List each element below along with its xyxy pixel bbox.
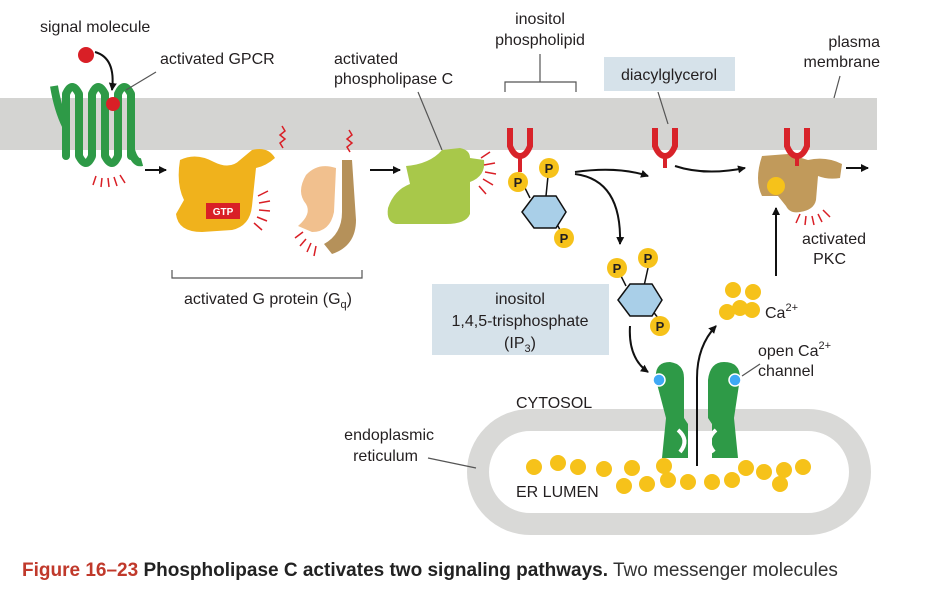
phosphate-label: P <box>545 161 554 176</box>
g-alpha-subunit <box>176 149 275 232</box>
diacylglycerol-label: diacylglycerol <box>621 67 717 84</box>
arrow-calcium-release <box>696 325 717 466</box>
figure-text: Two messenger molecules <box>612 560 838 581</box>
phosphate-group: P <box>638 248 658 268</box>
g-protein-bracket <box>171 270 363 279</box>
phosphate-group: P <box>539 158 559 178</box>
activation-rays-pkc <box>795 209 831 226</box>
ip3-label-line-1: inositol <box>495 291 545 308</box>
figure-title: Phospholipase C activates two signaling … <box>143 560 609 581</box>
gtp-label: GTP <box>213 207 234 218</box>
gpcr-label-pointer <box>125 71 157 91</box>
inositol-ring <box>521 195 567 229</box>
activated-g-protein-label: activated G protein (Gq) <box>184 291 352 311</box>
activated-pkc-label-line-2: PKC <box>813 251 846 268</box>
calcium-label: Ca2+ <box>765 302 798 322</box>
er-label-pointer <box>427 457 477 469</box>
ip3-ring <box>617 283 663 317</box>
pkc-enzyme <box>758 154 842 213</box>
signal-molecule-label: signal molecule <box>40 19 150 36</box>
phosphate-group: P <box>607 258 627 278</box>
figure-number: Figure 16–23 <box>22 560 139 581</box>
phosphate-label: P <box>514 175 523 190</box>
activation-rays-plc <box>478 151 497 195</box>
inositol-phospholipid-bracket <box>504 54 577 92</box>
ip3-label-box <box>432 284 609 355</box>
gtp-tag <box>206 203 240 219</box>
signal-molecule-free <box>78 47 94 63</box>
phosphate-group: P <box>508 172 528 192</box>
activation-rays-g-beta-gamma <box>294 231 317 257</box>
arrow-ip3-to-channel <box>628 325 649 373</box>
signal-molecule-bound <box>106 97 120 111</box>
inositol-phospholipid-label-line-1: inositol <box>515 11 565 28</box>
g-beta-subunit <box>298 166 336 232</box>
er-lumen-label: ER LUMEN <box>516 484 599 501</box>
plasma-membrane-label-line-2: membrane <box>804 54 881 71</box>
ip3-binding-site <box>652 373 666 387</box>
inositol-phospholipid-label-line-2: phospholipid <box>495 32 585 49</box>
ip3-label-line-3: (IP3) <box>504 335 536 355</box>
plc-label-pointer <box>417 91 443 151</box>
channel-label-pointer <box>741 363 761 377</box>
diacylglycerol-label-box <box>604 57 735 91</box>
er-lumen-calcium-ions <box>526 455 811 494</box>
arrow-dag-to-pkc <box>674 165 746 174</box>
open-channel-label-line-1: open Ca2+ <box>758 340 831 360</box>
phosphate-group: P <box>650 316 670 336</box>
ring-to-phosphate-bond-2 <box>545 175 549 197</box>
diacylglycerol-pointer <box>657 91 669 125</box>
arrow-pip2-to-dag <box>574 168 649 178</box>
phosphate-label: P <box>613 261 622 276</box>
ip3-binding-site <box>728 373 742 387</box>
g-gamma-lipid-tail <box>345 129 354 153</box>
figure-caption: Figure 16–23 Phospholipase C activates t… <box>22 560 838 582</box>
phosphate-label: P <box>656 319 665 334</box>
g-alpha-lipid-tail <box>278 125 287 149</box>
cytosol-label: CYTOSOL <box>516 395 592 412</box>
ip3-label-line-2: 1,4,5-trisphosphate <box>452 313 589 330</box>
plasma-membrane-label-line-1: plasma <box>828 34 880 51</box>
er-label-line-1: endoplasmic <box>344 427 434 444</box>
phospholipase-c <box>387 148 485 224</box>
arrow-pip2-to-ip3 <box>574 173 625 245</box>
ip3-bond-2 <box>643 267 649 287</box>
activated-pkc-label-line-1: activated <box>802 231 866 248</box>
activation-rays-g-alpha <box>253 190 271 231</box>
membrane-label-pointer <box>833 75 841 99</box>
phosphate-label: P <box>644 251 653 266</box>
phosphate-group: P <box>554 228 574 248</box>
pkc-bound-calcium <box>767 177 785 195</box>
activation-rays-gpcr <box>92 174 126 188</box>
phosphate-label: P <box>560 231 569 246</box>
gpcr-receptor <box>50 83 144 167</box>
activated-plc-label-line-2: phospholipase C <box>334 71 453 88</box>
activated-plc-label-line-1: activated <box>334 51 398 68</box>
g-gamma-subunit <box>324 160 356 254</box>
er-label-line-2: reticulum <box>353 448 418 465</box>
binding-arrow <box>94 51 117 91</box>
released-calcium-ions <box>719 282 761 320</box>
activated-gpcr-label: activated GPCR <box>160 51 275 68</box>
signaling-diagram: GTP P P P <box>0 11 881 535</box>
open-channel-label-line-2: channel <box>758 363 814 380</box>
